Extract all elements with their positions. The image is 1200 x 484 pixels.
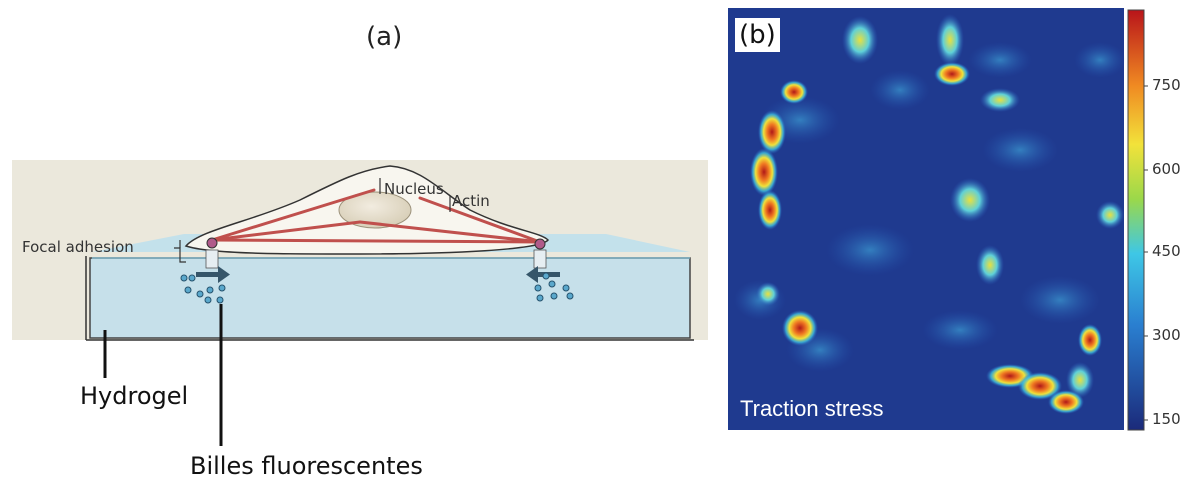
colorbar-tick-300: 300: [1152, 326, 1181, 344]
label-billes-fluorescentes: Billes fluorescentes: [190, 452, 423, 480]
colorbar-tick-450: 450: [1152, 242, 1181, 260]
label-focal-adhesion: Focal adhesion: [22, 238, 134, 256]
fluorescent-beads: [180, 272, 574, 304]
traction-heatmap: [728, 8, 1126, 430]
colorbar-tick-750: 750: [1152, 76, 1181, 94]
hydrogel-block: [89, 257, 691, 339]
label-actin: Actin: [452, 192, 490, 210]
label-nucleus: Nucleus: [384, 180, 444, 198]
colorbar: [1127, 9, 1145, 431]
actin-fibers: [210, 188, 542, 244]
panel-a-label: (a): [366, 22, 403, 52]
traction-stress-caption: Traction stress: [740, 396, 884, 421]
panel-b-label: (b): [735, 18, 780, 52]
label-hydrogel: Hydrogel: [80, 382, 189, 410]
focal-adhesions: [205, 237, 547, 269]
nucleus: [338, 191, 412, 229]
colorbar-tick-150: 150: [1152, 410, 1181, 428]
colorbar-tick-600: 600: [1152, 160, 1181, 178]
